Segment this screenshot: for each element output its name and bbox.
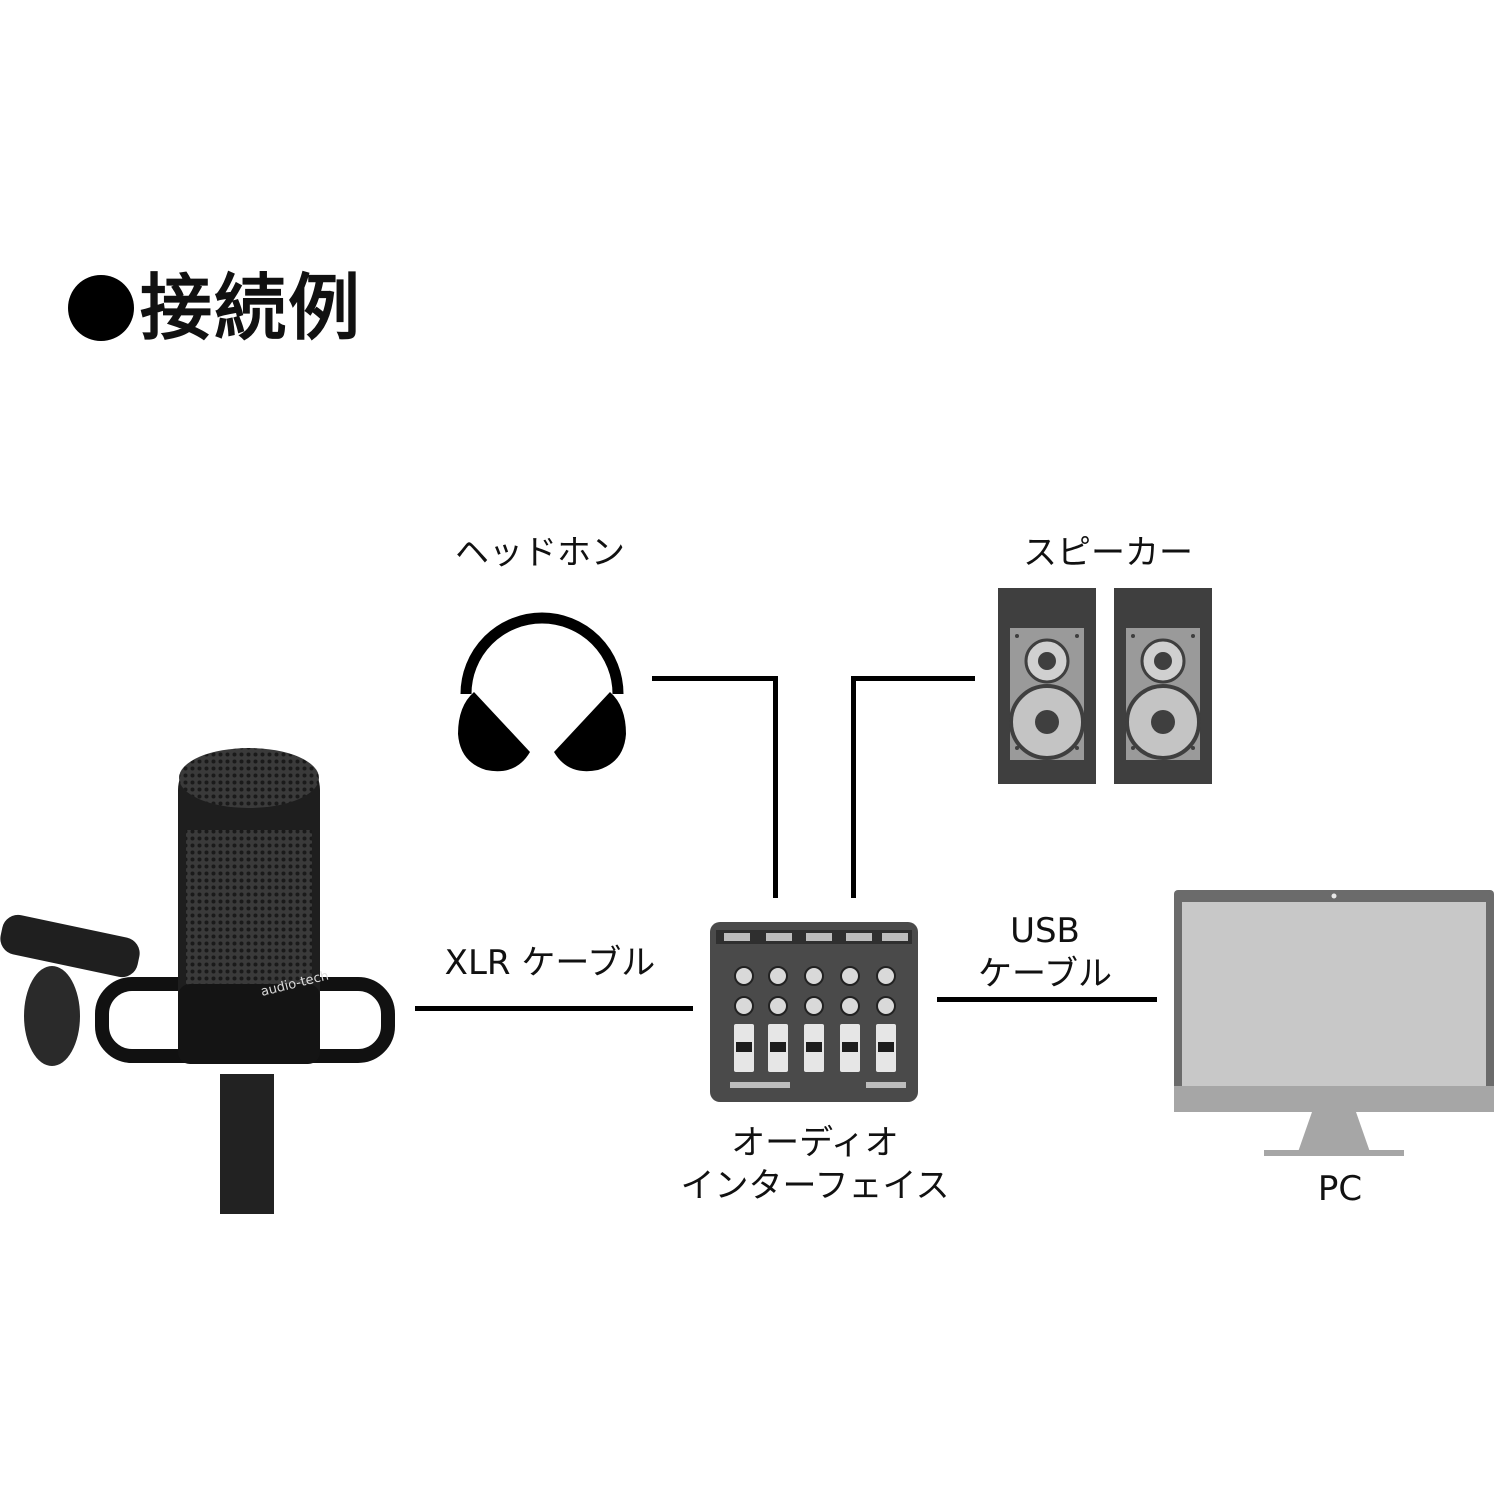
microphone-photo: audio-tech bbox=[0, 748, 395, 1214]
usb-cable-line bbox=[937, 997, 1157, 1002]
headphone-cable-horizontal bbox=[652, 676, 778, 681]
interface-label-line1: オーディオ bbox=[731, 1123, 899, 1163]
speakers-label: スピーカー bbox=[1023, 533, 1193, 573]
audio-interface-illustration bbox=[710, 922, 918, 1102]
monitor-icon bbox=[1174, 890, 1494, 1156]
speaker-icon-right bbox=[1114, 588, 1212, 784]
headphones-icon bbox=[458, 612, 626, 772]
bullet-icon bbox=[68, 275, 134, 341]
usb-cable-label: USB ケーブル bbox=[955, 910, 1135, 995]
interface-label-line2: インターフェイス bbox=[680, 1165, 950, 1206]
headphones-label: ヘッドホン bbox=[455, 533, 625, 573]
speaker-cable-vertical bbox=[851, 676, 856, 898]
pc-label: PC bbox=[1317, 1169, 1363, 1209]
diagram-title: 接続例 bbox=[68, 272, 362, 344]
xlr-cable-label: XLR ケーブル bbox=[444, 943, 656, 983]
usb-cable-label-line2: ケーブル bbox=[978, 953, 1112, 994]
usb-cable-label-line1: USB bbox=[1010, 911, 1080, 951]
speaker-cable-horizontal bbox=[851, 676, 975, 681]
xlr-cable-line bbox=[415, 1006, 693, 1011]
interface-label: オーディオ インターフェイス bbox=[660, 1122, 970, 1207]
speaker-icon-left bbox=[998, 588, 1096, 784]
headphone-cable-vertical bbox=[773, 676, 778, 898]
title-text: 接続例 bbox=[140, 266, 363, 350]
